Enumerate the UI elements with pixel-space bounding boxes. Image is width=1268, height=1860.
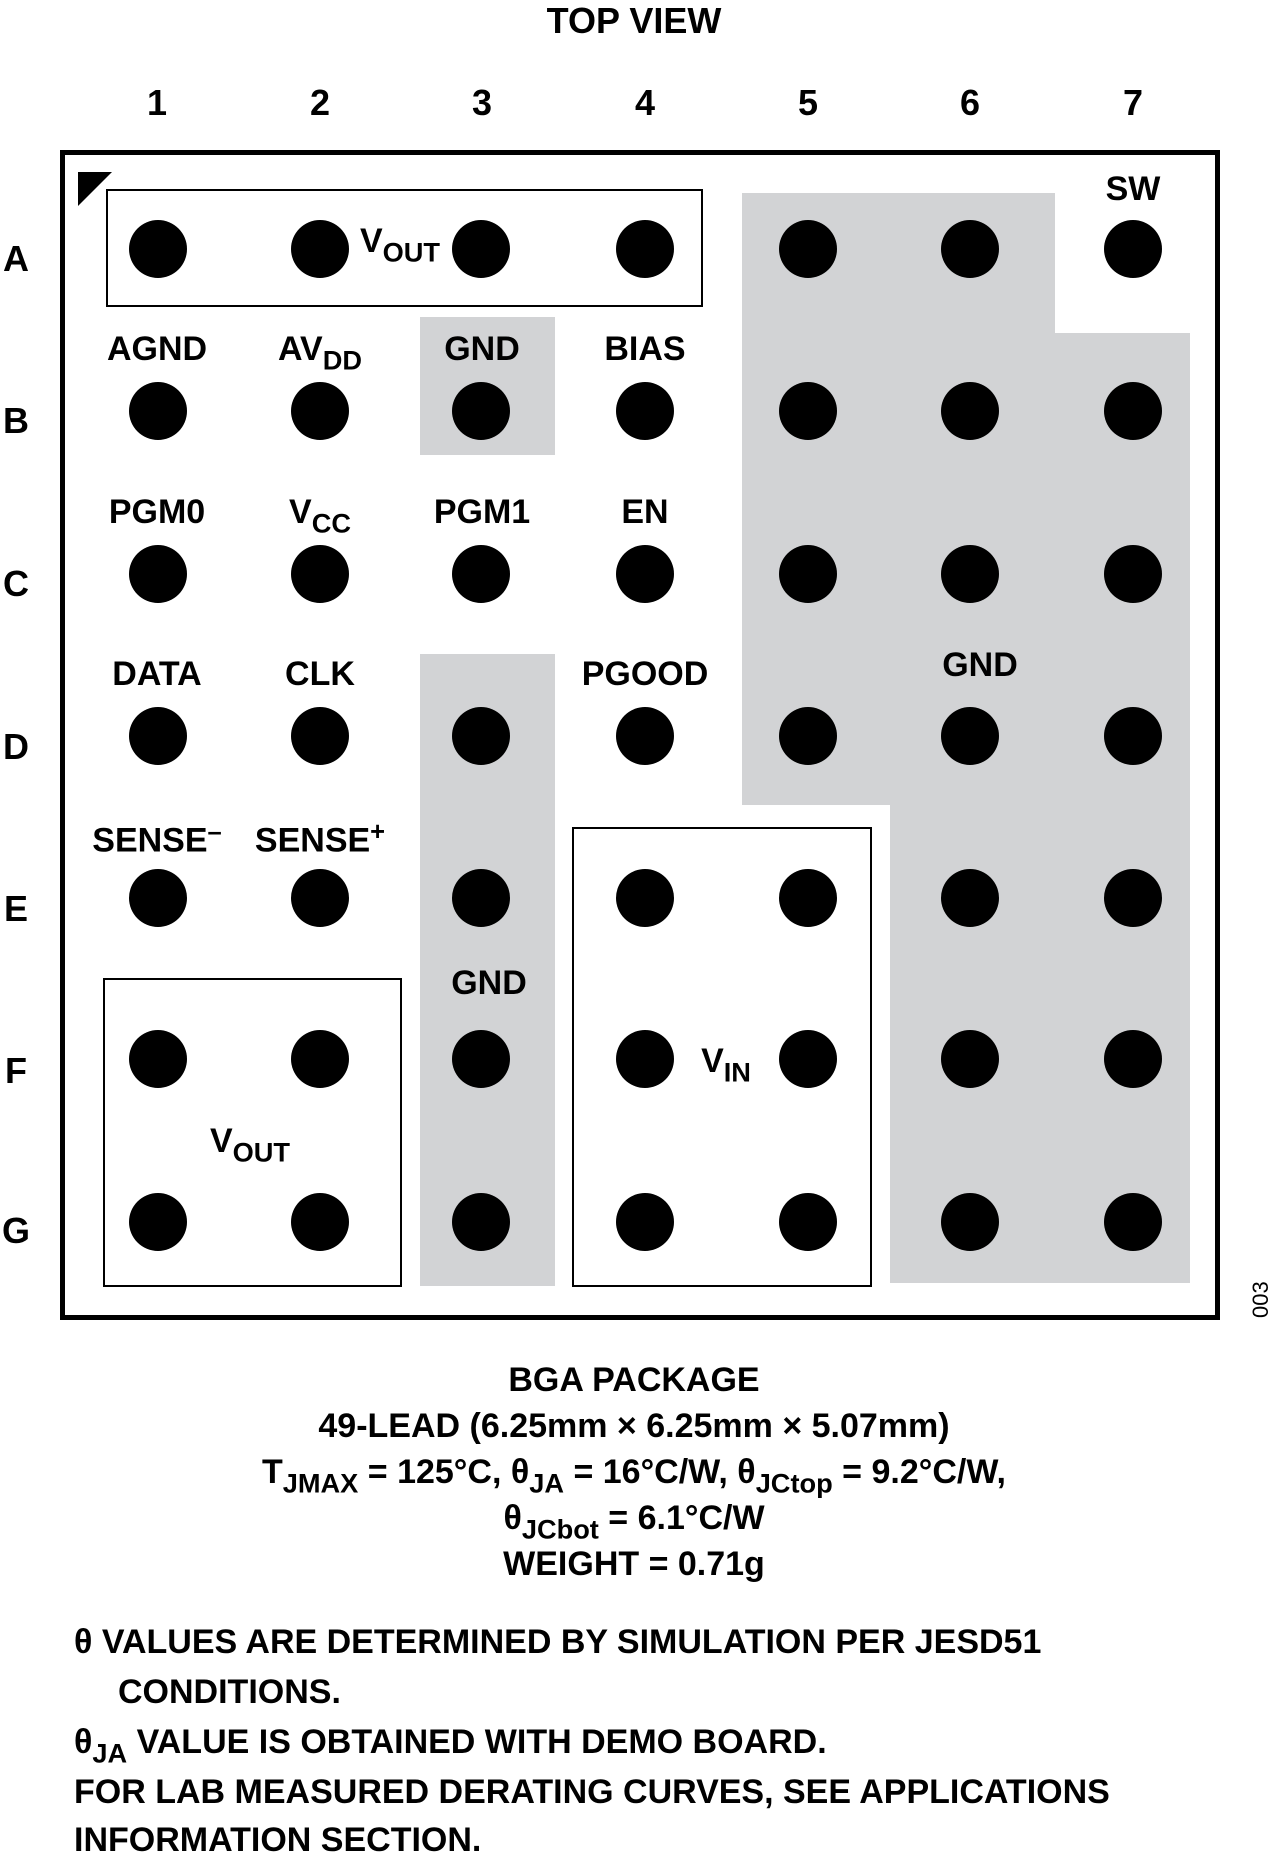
ball-d7 [1104,707,1162,765]
ball-e1 [129,869,187,927]
label-pgm1: PGM1 [433,493,531,531]
ball-g2 [291,1193,349,1251]
ball-b4 [616,382,674,440]
ball-c7 [1104,545,1162,603]
caption-thermal: TJMAX = 125°C, θJA = 16°C/W, θJCtop = 9.… [262,1453,1006,1499]
ball-f4 [616,1030,674,1088]
column-label-2: 2 [309,82,331,123]
ball-f3 [452,1030,510,1088]
ball-c3 [452,545,510,603]
column-label-5: 5 [797,82,819,123]
ball-d3 [452,707,510,765]
ball-a7 [1104,220,1162,278]
ball-b3 [452,382,510,440]
label-avdd: AVDD [278,330,362,376]
note-derating: FOR LAB MEASURED DERATING CURVES, SEE AP… [74,1773,1110,1811]
row-label-d: D [3,726,29,767]
label-sense-minus: SENSE– [92,818,222,860]
caption-weight: WEIGHT = 0.71g [503,1545,765,1583]
label-clk: CLK [285,655,355,693]
ball-a1 [129,220,187,278]
view-title: TOP VIEW [546,0,722,41]
ball-a5 [779,220,837,278]
ball-f7 [1104,1030,1162,1088]
column-label-3: 3 [471,82,493,123]
label-data: DATA [112,655,202,693]
ball-g3 [452,1193,510,1251]
ball-e2 [291,869,349,927]
note-simulation-cont: CONDITIONS. [118,1673,341,1711]
label-sw: SW [1105,170,1161,208]
label-bias: BIAS [604,330,686,368]
row-label-b: B [3,400,29,441]
ball-a6 [941,220,999,278]
ball-b1 [129,382,187,440]
ball-d1 [129,707,187,765]
label-gnd-right: GND [942,646,1018,684]
label-gnd-col3: GND [451,964,527,1002]
ball-c4 [616,545,674,603]
column-label-1: 1 [146,82,168,123]
ball-b2 [291,382,349,440]
vin-group [572,827,872,1287]
ball-e3 [452,869,510,927]
label-pgm0: PGM0 [108,493,206,531]
ball-b5 [779,382,837,440]
ball-e5 [779,869,837,927]
label-vout-top: VOUT [359,222,441,268]
ball-e6 [941,869,999,927]
ball-g1 [129,1193,187,1251]
ball-c6 [941,545,999,603]
ball-g7 [1104,1193,1162,1251]
caption-package: BGA PACKAGE [508,1361,760,1399]
ball-e4 [616,869,674,927]
row-label-f: F [5,1050,27,1091]
label-gnd-b3: GND [444,330,520,368]
ball-e7 [1104,869,1162,927]
caption-jcbot: θJCbot = 6.1°C/W [503,1499,765,1545]
caption-lead: 49-LEAD (6.25mm × 6.25mm × 5.07mm) [318,1407,950,1445]
ball-c1 [129,545,187,603]
ball-b7 [1104,382,1162,440]
ball-f6 [941,1030,999,1088]
label-vin: VIN [701,1042,751,1088]
ball-g4 [616,1193,674,1251]
ball-f2 [291,1030,349,1088]
column-label-7: 7 [1122,82,1144,123]
ball-d5 [779,707,837,765]
row-label-e: E [3,888,28,929]
column-label-4: 4 [634,82,656,123]
figure-number: 003 [1248,1281,1268,1318]
label-pgood: PGOOD [581,655,709,693]
ball-b6 [941,382,999,440]
ball-d6 [941,707,999,765]
ball-g5 [779,1193,837,1251]
row-label-c: C [3,563,29,604]
label-vout-bottom: VOUT [209,1122,291,1168]
gnd-region-upper-right [742,193,1055,805]
ball-c5 [779,545,837,603]
ball-d2 [291,707,349,765]
package-outline [60,150,1220,1320]
note-simulation: θ VALUES ARE DETERMINED BY SIMULATION PE… [74,1623,1042,1661]
row-label-a: A [3,238,29,279]
ball-a2 [291,220,349,278]
label-agnd: AGND [106,330,208,368]
ball-a3 [452,220,510,278]
label-sense-plus: SENSE+ [254,818,386,860]
ball-f5 [779,1030,837,1088]
ball-a4 [616,220,674,278]
ball-d4 [616,707,674,765]
row-label-g: G [1,1210,30,1251]
ball-g6 [941,1193,999,1251]
note-demo-board: θJA VALUE IS OBTAINED WITH DEMO BOARD. [74,1723,827,1769]
vout-bottom-group [103,978,402,1287]
label-vcc: VCC [289,493,351,539]
vout-top-group [106,189,703,307]
column-label-6: 6 [959,82,981,123]
note-derating-cont: INFORMATION SECTION. [74,1821,482,1859]
ball-f1 [129,1030,187,1088]
label-en: EN [621,493,669,531]
ball-c2 [291,545,349,603]
